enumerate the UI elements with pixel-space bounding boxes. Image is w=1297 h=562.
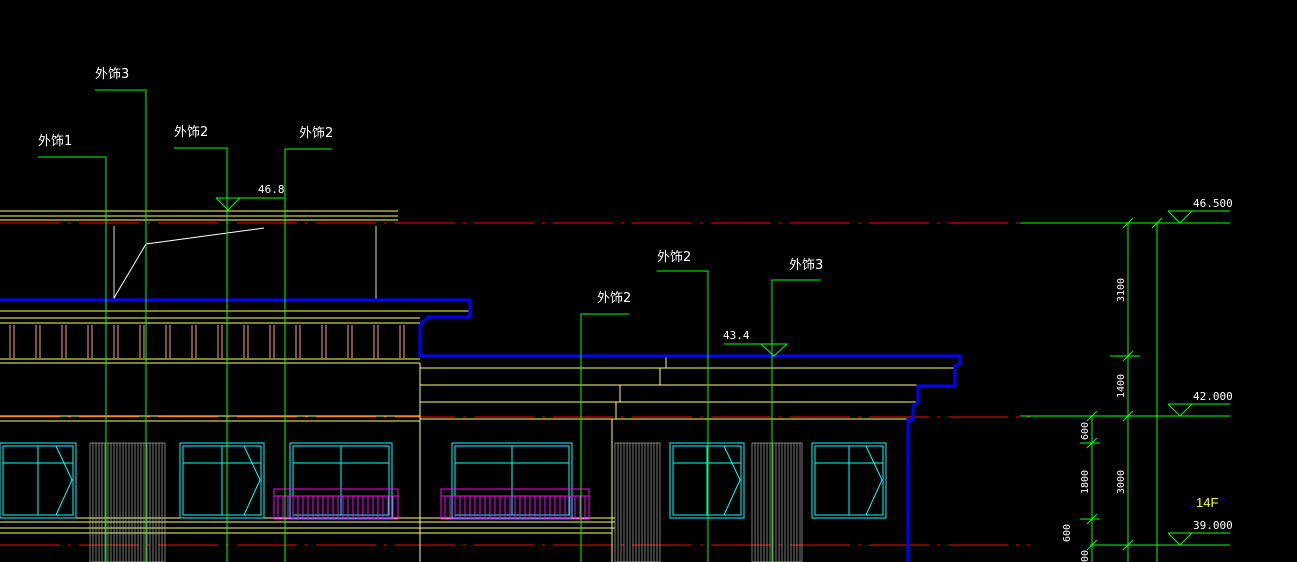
leader-lines [38, 89, 1230, 562]
window-opening-mark [723, 445, 741, 516]
window-frame [669, 442, 745, 519]
elevation-mid-roof: 43.4 [723, 329, 750, 342]
windows [0, 442, 887, 519]
window-frame [451, 442, 573, 519]
dim-600-b: 600 [1062, 524, 1073, 542]
dim-600-a: 600 [1080, 422, 1091, 440]
window-frame [179, 442, 265, 519]
building-right-block [420, 356, 955, 562]
window-frame [0, 442, 77, 519]
window-frame [811, 442, 887, 519]
window-opening-mark [243, 445, 261, 516]
window-frame [289, 442, 393, 519]
annotation-labels: 外饰1 外饰3 外饰2 外饰2 外饰2 外饰2 外饰3 [38, 67, 823, 306]
label-ext-3-right: 外饰3 [789, 258, 823, 273]
cornice-slats [9, 325, 405, 358]
elevation-46500: 46.500 [1193, 197, 1233, 210]
dim-3000: 3000 [1116, 470, 1127, 494]
label-ext-1: 外饰1 [38, 134, 72, 149]
striped-panel-frame [614, 442, 661, 562]
elevation-labels: 46.8 43.4 46.500 42.000 39.000 14F [258, 183, 1233, 532]
axis-lines [0, 222, 1030, 546]
label-ext-3-left: 外饰3 [95, 67, 129, 82]
dim-3100: 3100 [1116, 278, 1127, 302]
dim-00: 00 [1080, 550, 1091, 562]
dim-1800: 1800 [1080, 470, 1091, 494]
roof-slope [113, 227, 265, 299]
floor-label: 14F [1196, 495, 1218, 510]
elevation-39000: 39.000 [1193, 519, 1233, 532]
elevation-42000: 42.000 [1193, 390, 1233, 403]
elevation-roof-top: 46.8 [258, 183, 285, 196]
striped-panel-frame [89, 442, 166, 562]
parapet-outline [0, 298, 962, 562]
window-opening-mark [55, 445, 73, 516]
dim-1400: 1400 [1116, 374, 1127, 398]
label-ext-2-a: 外饰2 [174, 125, 208, 140]
dimension-labels: 3100 1400 600 1800 3000 600 00 [1062, 278, 1127, 562]
striped-panels [89, 442, 803, 562]
label-ext-2-c: 外饰2 [597, 291, 631, 306]
label-ext-2-b: 外饰2 [299, 126, 333, 141]
railing-frame [273, 488, 399, 520]
label-ext-2-d: 外饰2 [657, 250, 691, 265]
striped-panel-frame [751, 442, 803, 562]
window-opening-mark [865, 445, 883, 516]
balcony-railings [273, 488, 590, 520]
